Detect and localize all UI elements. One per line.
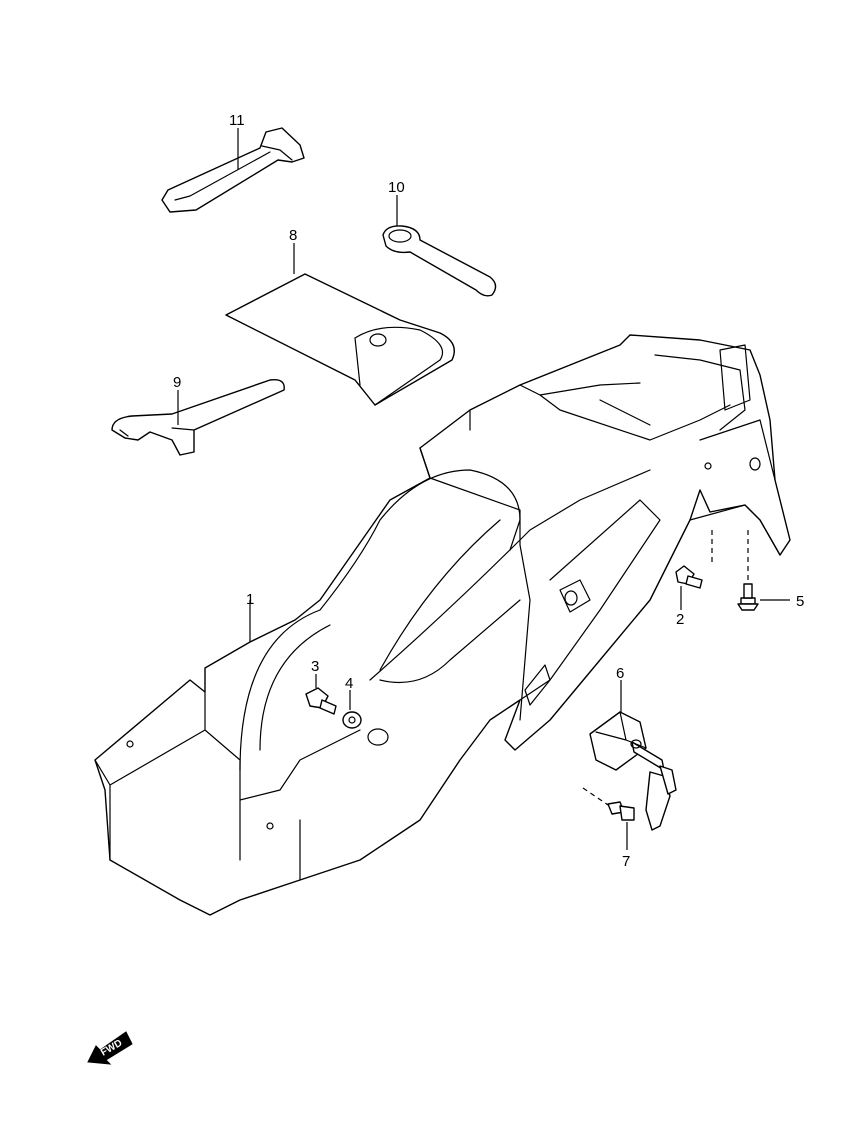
part-rear-fender	[94, 334, 791, 916]
callout-4: 4	[345, 675, 353, 692]
part-helmet-lock	[589, 711, 677, 831]
part-spanner	[111, 379, 285, 456]
part-bolt-2	[675, 565, 703, 589]
callout-1: 1	[246, 591, 254, 608]
part-screw-7	[607, 801, 635, 821]
callout-8: 8	[289, 227, 297, 244]
part-washer	[342, 711, 362, 729]
callout-9: 9	[173, 374, 181, 391]
part-bolt-3	[305, 687, 337, 715]
part-wrench	[382, 225, 497, 297]
callout-7: 7	[622, 853, 630, 870]
leader-lines	[177, 128, 790, 850]
callout-5: 5	[796, 593, 804, 610]
fwd-arrow-icon: FWD	[87, 1031, 133, 1065]
callout-6: 6	[616, 665, 624, 682]
part-screw-5	[737, 583, 759, 611]
callout-numbers: 11 10 8 9 1 3 4 2 5 6 7	[173, 112, 804, 870]
part-strap	[161, 127, 305, 213]
callout-3: 3	[311, 658, 319, 675]
part-tool-bag	[225, 273, 455, 406]
callout-2: 2	[676, 611, 684, 628]
callout-10: 10	[388, 179, 405, 196]
callout-11: 11	[229, 112, 245, 129]
